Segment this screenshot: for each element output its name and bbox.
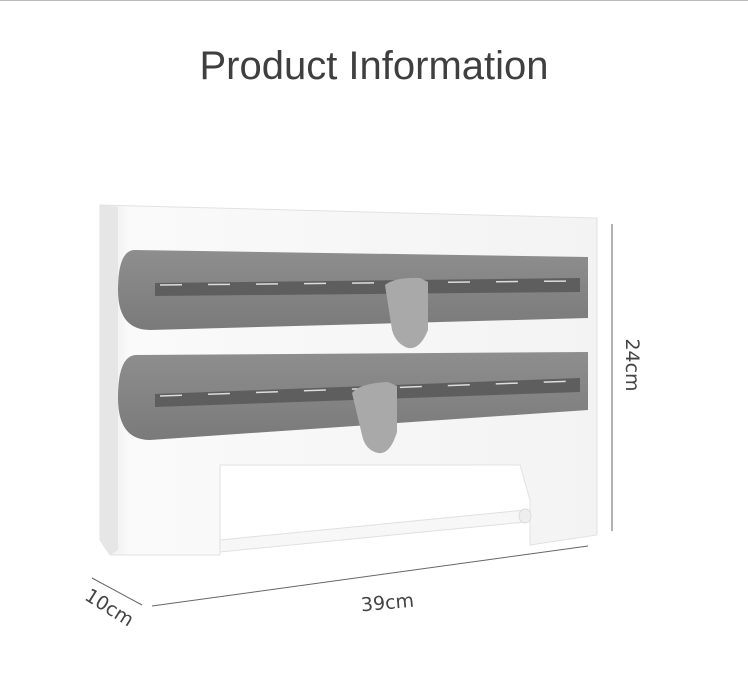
- height-label: 24cm: [621, 338, 643, 391]
- upper-dispenser-bar: [118, 250, 588, 349]
- depth-dimension: 10cm: [81, 577, 143, 632]
- width-label: 39cm: [360, 590, 415, 617]
- lower-dispenser-bar: [118, 352, 588, 454]
- top-divider: [0, 0, 748, 1]
- paper-towel-rod: [219, 508, 532, 553]
- depth-label: 10cm: [81, 585, 138, 632]
- upper-cutter-slider: [385, 277, 428, 349]
- lower-cutter-slider: [352, 382, 397, 454]
- width-dimension: 39cm: [151, 545, 589, 617]
- page-title: Product Information: [199, 44, 549, 88]
- height-dimension: 24cm: [611, 224, 643, 531]
